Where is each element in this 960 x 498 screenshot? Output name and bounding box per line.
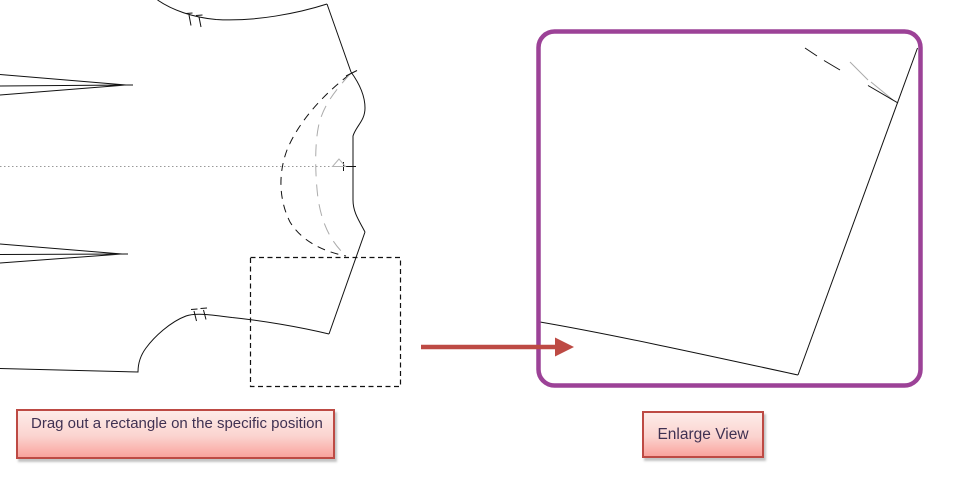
seam-triangle-marker-icon <box>331 158 347 167</box>
arrow-icon <box>421 337 574 357</box>
armhole-solid-curve <box>350 71 366 233</box>
hem-curve <box>0 313 330 373</box>
selection-rectangle[interactable] <box>249 256 402 388</box>
enlarged-side-seam-line <box>797 47 918 376</box>
instruction-callout: Drag out a rectangle on the specific pos… <box>16 409 335 459</box>
enlarge-view-callout: Enlarge View <box>642 411 764 458</box>
upper-dart <box>0 74 134 96</box>
enlarged-pattern-lines <box>539 47 918 376</box>
enlarge-view-panel <box>536 29 923 388</box>
side-seam-line <box>328 231 366 335</box>
armhole-dashed-curve <box>280 74 350 257</box>
enlarged-gray-dashed-segment <box>849 61 894 101</box>
pattern-drawing <box>0 0 366 373</box>
arrow-head <box>555 337 574 357</box>
enlarge-view-callout-label: Enlarge View <box>657 425 749 443</box>
shoulder-line <box>326 3 352 73</box>
shoulder-notch-icon <box>185 12 203 28</box>
enlarged-hem-curve <box>539 321 799 376</box>
lower-dart <box>0 243 129 264</box>
shoulder-corner-tick <box>345 70 358 77</box>
hem-notch-icon <box>190 307 208 322</box>
enlarged-dashed-segment <box>804 47 841 71</box>
neckline-curve <box>157 0 328 21</box>
armhole-gray-dashed-curve <box>315 73 351 254</box>
instruction-callout-label: Drag out a rectangle on the specific pos… <box>31 415 323 432</box>
enlarged-corner-tick <box>867 85 899 104</box>
